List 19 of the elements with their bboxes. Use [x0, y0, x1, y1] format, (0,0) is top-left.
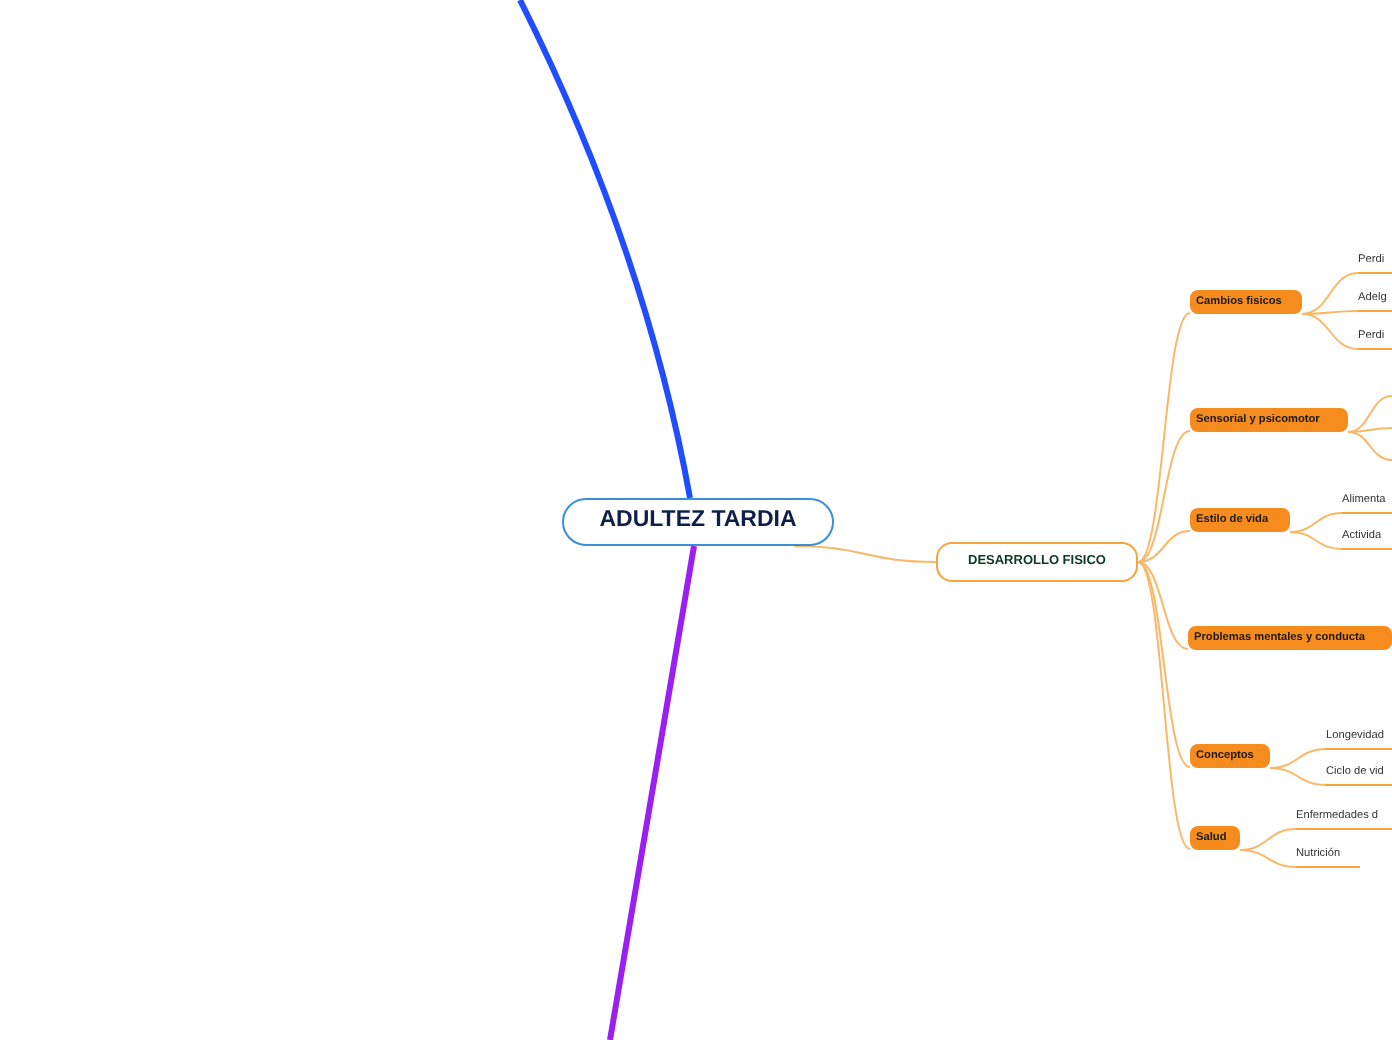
connector-line: [1137, 561, 1189, 650]
connector-line: [1137, 312, 1191, 563]
connector-line: [1239, 849, 1297, 868]
connector-line: [1289, 531, 1343, 550]
connector-line: [1301, 272, 1359, 315]
connector-line: [1347, 427, 1392, 433]
connector-line: [1301, 310, 1359, 315]
connector-line: [1269, 767, 1327, 786]
connector-line: [1301, 313, 1359, 350]
connector-line: [607, 545, 697, 1040]
connector-line: [1137, 561, 1191, 850]
connector-line: [1347, 431, 1392, 461]
connector-line: [1347, 395, 1392, 433]
connector-line: [1137, 561, 1191, 768]
connector-line: [793, 545, 937, 563]
connector-line: [1137, 530, 1191, 563]
connector-line: [1137, 430, 1191, 563]
central-topic: ADULTEZ TARDIA: [562, 498, 834, 546]
connector-line: [517, 0, 693, 499]
